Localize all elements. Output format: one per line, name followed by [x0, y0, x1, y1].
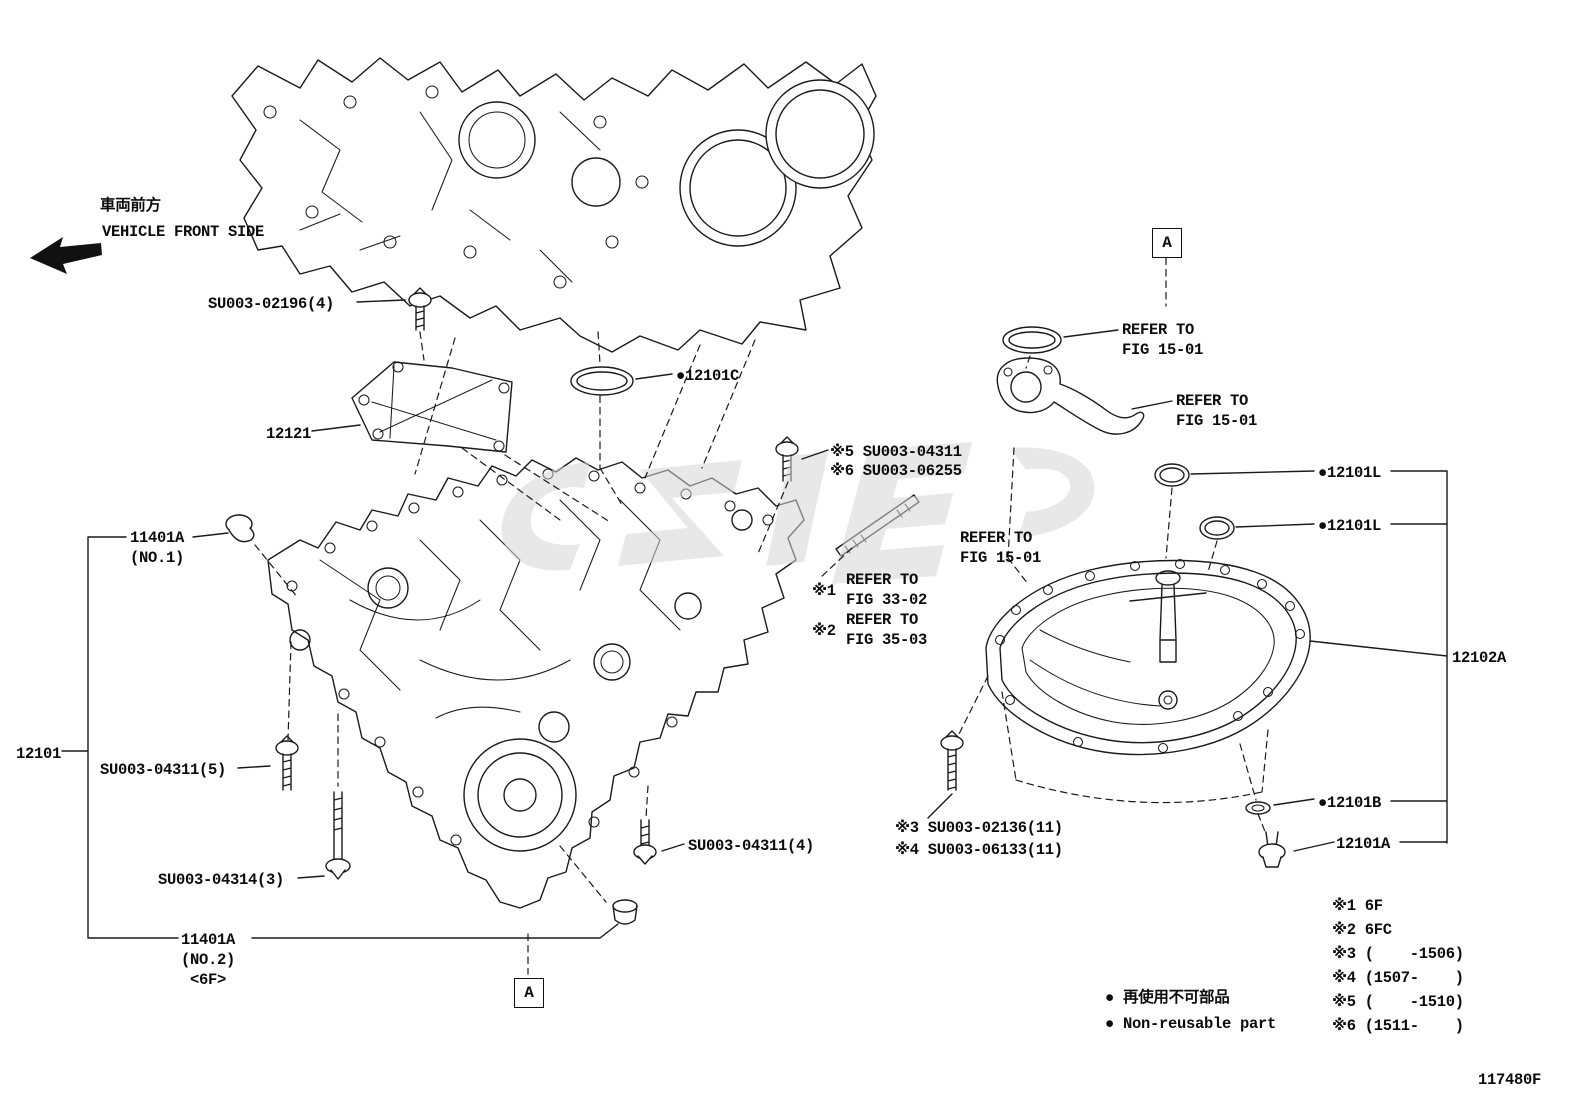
callout-11401a-no1: 11401A (NO.1) — [130, 529, 185, 568]
section-marker-a-top: A — [1152, 228, 1182, 258]
figure-number: 117480F — [1478, 1071, 1542, 1089]
watermark — [501, 442, 1095, 584]
oring-12101l-2-drawing — [1199, 516, 1235, 540]
legend-note-5: ※5 ( -1510) — [1332, 993, 1464, 1011]
gasket-12101b-drawing — [1245, 801, 1271, 815]
callout-12101l-2: ●12101L — [1318, 517, 1382, 535]
refer-fig-33-02: REFER TO FIG 33-02 — [846, 571, 928, 610]
callout-12121: 12121 — [266, 425, 312, 443]
callout-alt-note3: ※3 SU003-02136(11) — [895, 819, 1063, 837]
plug-11401a-no1-drawing — [225, 514, 255, 543]
callout-su003-04314-3: SU003-04314(3) — [158, 871, 285, 889]
oil-pan-lower-drawing — [985, 558, 1311, 756]
bolt-su003-04311-4-drawing — [633, 819, 657, 865]
refer-fig-15-01-top: REFER TO FIG 15-01 — [1122, 321, 1204, 360]
refer-mark-1: ※1 — [812, 582, 836, 600]
legend-note-4: ※4 (1507- ) — [1332, 969, 1464, 987]
callout-11401a-no2: 11401A (NO.2) <6F> — [181, 931, 236, 990]
oring-12101l-1-drawing — [1154, 463, 1190, 487]
plug-11401a-no2-drawing — [612, 899, 638, 925]
callout-alt-note4: ※4 SU003-06133(11) — [895, 841, 1063, 859]
drain-plug-12101a-drawing — [1258, 831, 1286, 868]
callout-alt-note5: ※5 SU003-04311 — [830, 443, 962, 461]
direction-label-en: VEHICLE FRONT SIDE — [102, 223, 265, 241]
vehicle-front-arrow — [30, 237, 102, 274]
legend-note-3: ※3 ( -1506) — [1332, 945, 1464, 963]
callout-su003-04311-5: SU003-04311(5) — [100, 761, 227, 779]
legend-nonreusable-jp: ● 再使用不可部品 — [1105, 989, 1230, 1007]
callout-12101a: 12101A — [1336, 835, 1391, 853]
legend-note-6: ※6 (1511- ) — [1332, 1017, 1464, 1035]
callout-su003-02196: SU003-02196(4) — [208, 295, 335, 313]
solid-leader-lines — [61, 299, 1448, 939]
callout-12102a: 12102A — [1452, 649, 1507, 667]
oil-outlet-drawing — [996, 357, 1145, 435]
callout-12101c: ●12101C — [676, 367, 740, 385]
bolt-su003-04314-3-drawing — [325, 791, 351, 880]
callout-su003-04311-4: SU003-04311(4) — [688, 837, 815, 855]
refer-mark-2: ※2 — [812, 622, 836, 640]
refer-fig-15-01-low: REFER TO FIG 15-01 — [960, 529, 1042, 568]
callout-12101l-1: ●12101L — [1318, 464, 1382, 482]
dashed-leader-lines — [254, 257, 1269, 975]
baffle-plate-drawing — [351, 361, 513, 453]
bolt-su003-02196-drawing — [408, 287, 432, 331]
legend-nonreusable-en: ● Non-reusable part — [1105, 1015, 1277, 1033]
engine-block-drawing — [231, 57, 877, 353]
oil-pan-upper-drawing — [267, 457, 805, 909]
bolt-su003-02136-drawing — [940, 730, 964, 791]
bolt-su003-04311-5-drawing — [275, 735, 299, 791]
callout-alt-note6: ※6 SU003-06255 — [830, 462, 962, 480]
callout-12101b: ●12101B — [1318, 794, 1382, 812]
section-marker-a-bottom: A — [514, 978, 544, 1008]
legend-note-1: ※1 6F — [1332, 897, 1383, 915]
direction-label-jp: 車両前方 — [100, 197, 161, 215]
oring-top-right-drawing — [1002, 326, 1062, 354]
bolt-su003-04311-alt-drawing — [775, 436, 799, 482]
refer-fig-35-03: REFER TO FIG 35-03 — [846, 611, 928, 650]
legend-note-2: ※2 6FC — [1332, 921, 1392, 939]
oring-12101c-drawing — [570, 366, 634, 396]
callout-12101: 12101 — [16, 745, 62, 763]
refer-fig-15-01-mid: REFER TO FIG 15-01 — [1176, 392, 1258, 431]
